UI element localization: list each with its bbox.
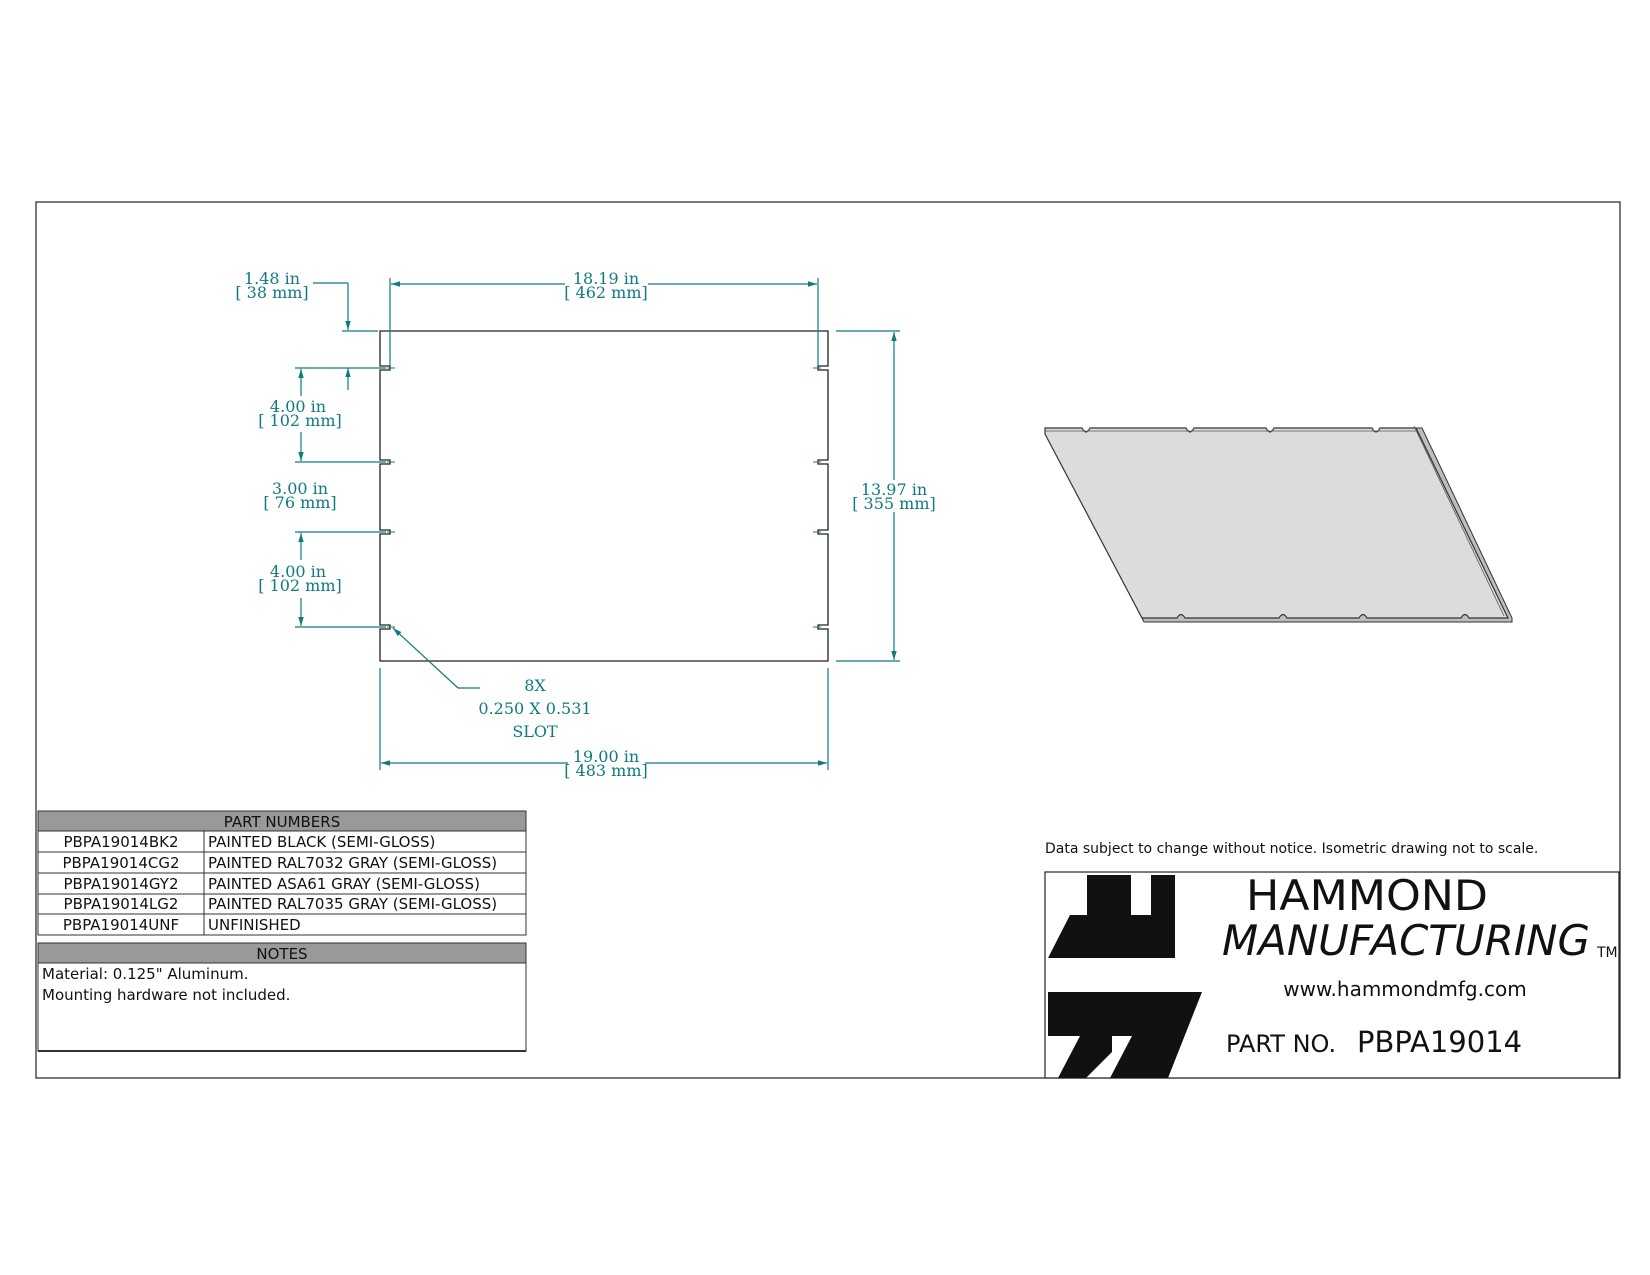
dim-width-inner: 18.19 in [ 462 mm] <box>389 269 819 366</box>
table-row-desc: PAINTED ASA61 GRAY (SEMI-GLOSS) <box>208 875 480 893</box>
slot-note-type: SLOT <box>512 722 558 741</box>
company-logo <box>1048 875 1202 1078</box>
dim-spacing-3-mm: [ 102 mm] <box>258 576 342 595</box>
sheet-border <box>35 201 1621 1079</box>
table-row-desc: PAINTED RAL7035 GRAY (SEMI-GLOSS) <box>208 895 497 913</box>
company-name-line2: MANUFACTURING <box>1222 916 1590 965</box>
isometric-view <box>1044 425 1513 623</box>
dim-height-mm: [ 355 mm] <box>852 494 936 513</box>
dim-height: 13.97 in [ 355 mm] <box>836 330 936 662</box>
dim-spacing-2-mm: [ 76 mm] <box>263 493 336 512</box>
dim-width-overall-mm: [ 483 mm] <box>564 761 648 780</box>
slot-note-size: 0.250 X 0.531 <box>478 699 591 718</box>
dim-top-offset: 1.48 in [ 38 mm] <box>235 269 378 390</box>
table-row-desc: PAINTED BLACK (SEMI-GLOSS) <box>208 833 435 851</box>
table-row-pn: PBPA19014GY2 <box>64 875 179 893</box>
dim-width-overall-in: 19.00 in <box>573 747 639 766</box>
notes-line: Mounting hardware not included. <box>42 986 290 1004</box>
dim-top-offset-mm: [ 38 mm] <box>235 283 308 302</box>
dim-height-in: 13.97 in <box>861 480 927 499</box>
dim-top-offset-in: 1.48 in <box>244 269 300 288</box>
dim-left-spacing: 4.00 in [ 102 mm] 3.00 in [ 76 mm] 4.00 … <box>258 367 386 628</box>
slot-note: 8X 0.250 X 0.531 SLOT <box>392 627 592 741</box>
notes-table: NOTES Material: 0.125" Aluminum. Mountin… <box>37 942 527 1052</box>
disclaimer-text: Data subject to change without notice. I… <box>1045 841 1538 857</box>
dim-width-overall: 19.00 in [ 483 mm] <box>379 668 829 780</box>
dim-spacing-3-in: 4.00 in <box>270 562 326 581</box>
dim-width-inner-mm: [ 462 mm] <box>564 283 648 302</box>
notes-header: NOTES <box>256 945 307 963</box>
dim-spacing-1-in: 4.00 in <box>270 397 326 416</box>
table-row-desc: UNFINISHED <box>208 916 301 934</box>
dim-spacing-2-in: 3.00 in <box>272 479 328 498</box>
table-row-pn: PBPA19014LG2 <box>64 895 179 913</box>
part-numbers-header: PART NUMBERS <box>224 813 340 831</box>
panel-outline <box>379 330 829 662</box>
front-view <box>379 330 829 662</box>
table-row-pn: PBPA19014CG2 <box>62 854 179 872</box>
table-row-pn: PBPA19014BK2 <box>63 833 178 851</box>
slot-marks <box>387 367 821 628</box>
part-numbers-table: PART NUMBERS PBPA19014BK2 PAINTED BLACK … <box>37 810 527 936</box>
dim-spacing-1-mm: [ 102 mm] <box>258 411 342 430</box>
notes-line: Material: 0.125" Aluminum. <box>42 965 248 983</box>
dim-width-inner-in: 18.19 in <box>573 269 639 288</box>
iso-panel-face <box>1044 427 1509 619</box>
company-name-line1: HAMMOND <box>1246 871 1488 920</box>
table-row-pn: PBPA19014UNF <box>63 916 179 934</box>
website-text: www.hammondmfg.com <box>1283 977 1526 1001</box>
title-block: HAMMOND MANUFACTURING TM www.hammondmfg.… <box>1044 871 1620 1079</box>
part-no-value: PBPA19014 <box>1357 1025 1522 1059</box>
table-row-desc: PAINTED RAL7032 GRAY (SEMI-GLOSS) <box>208 854 497 872</box>
part-no-label: PART NO. <box>1226 1030 1336 1058</box>
slot-note-qty: 8X <box>524 676 546 695</box>
trademark-mark: TM <box>1596 945 1618 961</box>
